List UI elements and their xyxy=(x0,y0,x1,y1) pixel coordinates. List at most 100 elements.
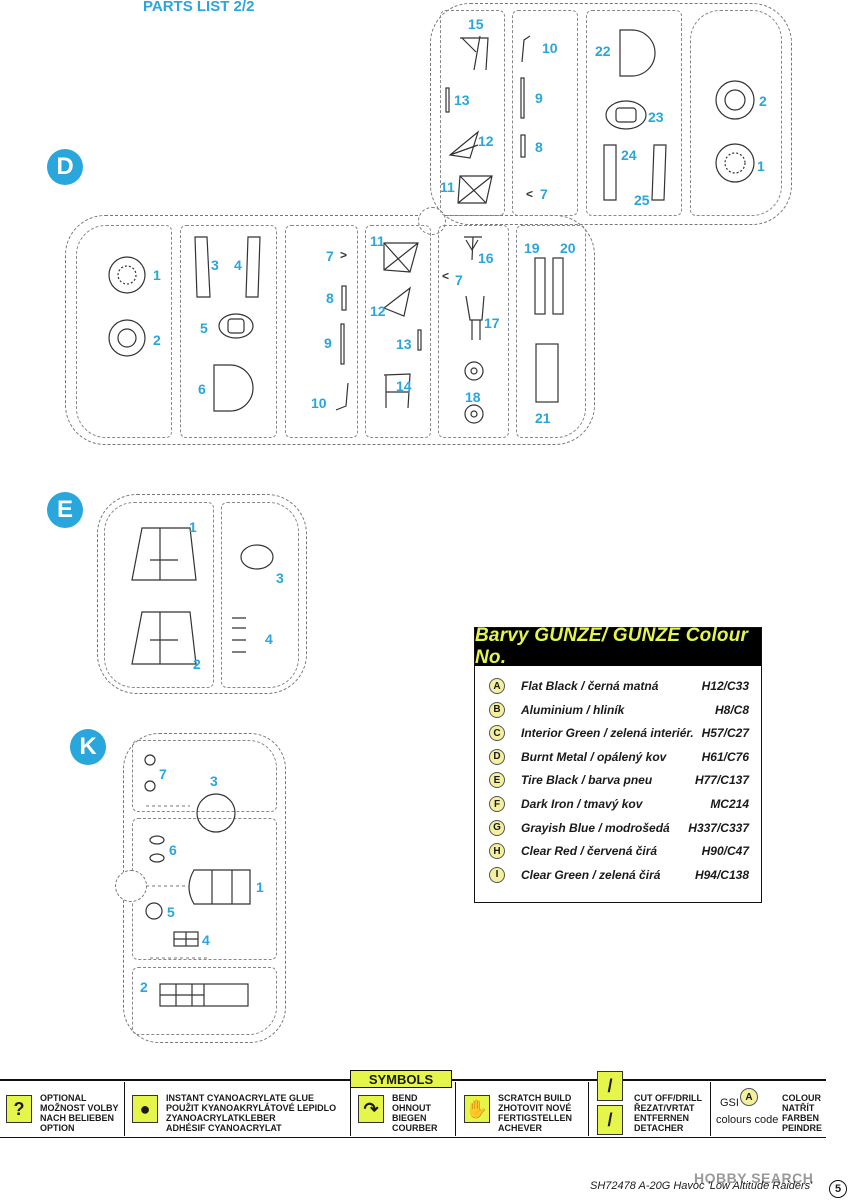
sprue-k-cell xyxy=(132,967,277,1035)
part-d14 xyxy=(383,373,411,409)
colour-name: Clear Red / červená čirá xyxy=(521,844,658,859)
label-k5: 5 xyxy=(167,904,175,920)
part-d24 xyxy=(603,144,617,201)
sprue-d-cell xyxy=(76,225,172,438)
part-d17 xyxy=(465,295,485,340)
sprue-e-cell xyxy=(104,502,214,688)
colour-code: H8/C8 xyxy=(714,702,749,717)
gsi-badge: A xyxy=(740,1088,758,1106)
colour-code: MC214 xyxy=(710,797,749,811)
page-title: PARTS LIST 2/2 xyxy=(143,0,255,15)
sprue-d-cell xyxy=(285,225,358,438)
label-d13: 13 xyxy=(454,92,470,108)
sprue-e-cell xyxy=(221,502,299,688)
sprue-k-cell xyxy=(132,740,277,812)
label-d10: 10 xyxy=(542,40,558,56)
part-d22 xyxy=(619,29,656,77)
label-d2: 2 xyxy=(759,93,767,109)
colour-name: Flat Black / černá matná xyxy=(521,679,659,693)
label-d7: 7 xyxy=(455,272,463,288)
part-d25 xyxy=(651,144,667,201)
svg-text:>: > xyxy=(340,248,347,262)
label-d7: 7 xyxy=(540,186,548,202)
part-d4 xyxy=(245,236,261,298)
sprue-e xyxy=(97,494,307,694)
label-d14: 14 xyxy=(396,378,412,394)
colour-code: H61/C76 xyxy=(701,749,749,764)
sprue-d-upper xyxy=(430,3,792,225)
sprue-d-cell xyxy=(438,225,509,438)
sprue-d-cell xyxy=(512,10,578,216)
sprue-k-badge: K xyxy=(70,729,106,765)
symbol-separator xyxy=(455,1082,456,1136)
label-d19: 19 xyxy=(524,240,540,256)
colour-name: Dark Iron / tmavý kov xyxy=(521,797,643,811)
colour-letter-badge: G xyxy=(489,819,505,836)
part-d21 xyxy=(535,343,559,403)
colour-letter-badge: B xyxy=(489,701,505,718)
label-k1: 1 xyxy=(256,879,264,895)
label-d4: 4 xyxy=(234,257,242,273)
label-d9: 9 xyxy=(324,335,332,351)
part-d1-wheel xyxy=(715,143,755,183)
label-d24: 24 xyxy=(621,147,637,163)
part-d9 xyxy=(520,77,525,119)
drill-icon: / xyxy=(597,1105,623,1135)
colour-name: Interior Green / zelená interiér. xyxy=(521,726,694,741)
label-d1: 1 xyxy=(757,158,765,174)
part-k1 xyxy=(188,869,251,905)
part-d8 xyxy=(520,134,526,158)
label-d22: 22 xyxy=(595,43,611,59)
part-d2-wheel xyxy=(715,80,755,120)
label-k7: 7 xyxy=(159,766,167,782)
part-k7 xyxy=(144,754,156,766)
part-d6 xyxy=(213,364,254,412)
label-d7: 7 xyxy=(326,248,334,264)
sprue-d-cell xyxy=(180,225,277,438)
colour-code: H337/C337 xyxy=(688,820,749,835)
glue-drop-icon: ● xyxy=(132,1095,158,1123)
colour-letter-badge: D xyxy=(489,748,505,765)
footer-text: SH72478 A-20G Havoc 'Low Altitude Raider… xyxy=(590,1180,813,1192)
part-e3 xyxy=(240,544,274,570)
sprue-gate xyxy=(115,870,147,902)
part-e4 xyxy=(232,617,246,653)
colour-letter-badge: I xyxy=(489,866,505,883)
label-k3: 3 xyxy=(210,773,218,789)
part-d16 xyxy=(464,236,482,261)
sprue-d-cell xyxy=(365,225,431,438)
watermark: HOBBY SEARCH xyxy=(694,1170,814,1186)
label-d3: 3 xyxy=(211,257,219,273)
label-d1: 1 xyxy=(153,267,161,283)
part-e1 xyxy=(131,527,197,581)
part-d5 xyxy=(218,313,254,339)
page-number: 5 xyxy=(829,1180,847,1198)
question-icon: ? xyxy=(6,1095,32,1123)
label-d10: 10 xyxy=(311,395,327,411)
label-d5: 5 xyxy=(200,320,208,336)
part-d1-wheel xyxy=(108,256,146,294)
label-d21: 21 xyxy=(535,410,551,426)
label-d6: 6 xyxy=(198,381,206,397)
part-d19 xyxy=(534,257,546,315)
colour-code: H94/C138 xyxy=(694,867,749,882)
label-k6: 6 xyxy=(169,842,177,858)
symbol-separator xyxy=(350,1082,351,1136)
part-d2-wheel xyxy=(108,319,146,357)
label-k2: 2 xyxy=(140,979,148,995)
part-d12 xyxy=(382,286,411,317)
symbol-separator xyxy=(710,1082,711,1136)
part-d11 xyxy=(383,242,419,273)
colour-name: Aluminium / hliník xyxy=(521,702,625,717)
